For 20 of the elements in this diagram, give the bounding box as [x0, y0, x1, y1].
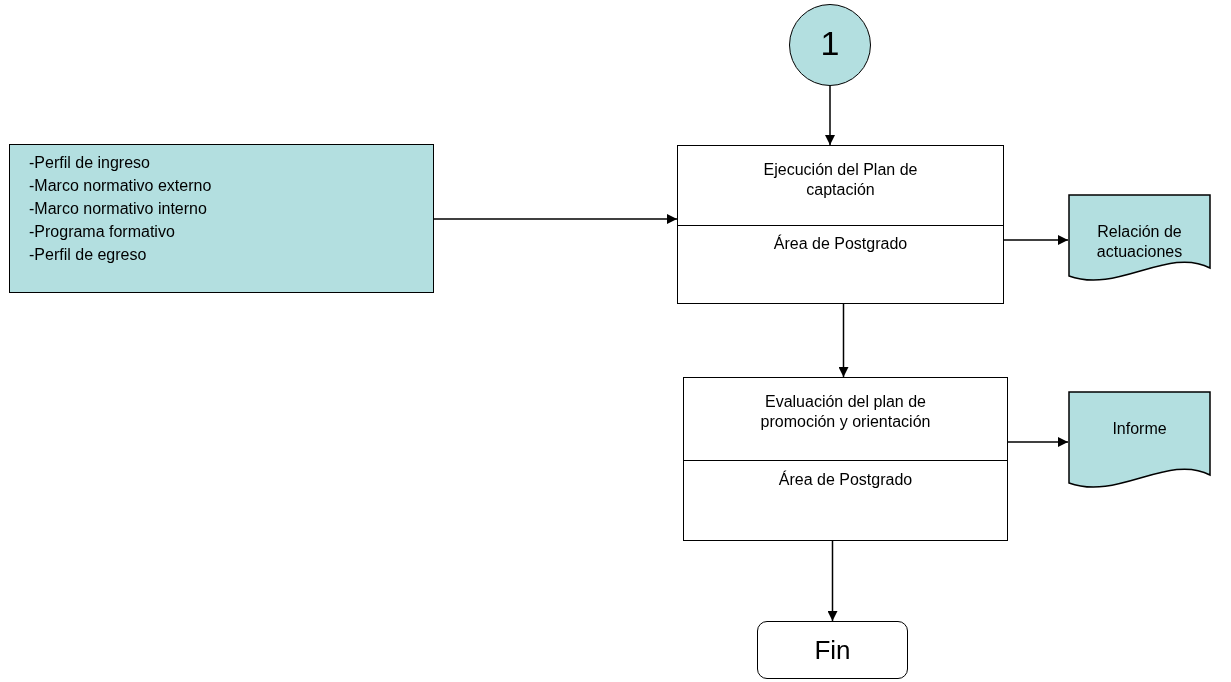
input-item: -Marco normativo interno	[29, 199, 207, 219]
connector-circle: 1	[789, 4, 871, 86]
process-title: Ejecución del Plan de captación	[762, 160, 919, 200]
input-item: -Marco normativo externo	[29, 176, 212, 196]
arrow	[1003, 235, 1069, 245]
arrow	[827, 540, 838, 622]
arrow	[1007, 437, 1069, 447]
responsible-label: Área de Postgrado	[772, 234, 909, 254]
arrow	[433, 214, 678, 224]
process-title: Evaluación del plan de promoción y orientación	[759, 392, 932, 432]
arrow	[838, 303, 849, 378]
terminal-box: Fin	[757, 621, 908, 679]
process-box	[683, 377, 1008, 541]
input-box	[9, 144, 434, 293]
input-item: -Programa formativo	[29, 222, 175, 242]
arrow	[825, 85, 835, 146]
responsible-label: Área de Postgrado	[777, 470, 914, 490]
input-item: -Perfil de ingreso	[29, 153, 150, 173]
input-item: -Perfil de egreso	[29, 245, 147, 265]
process-box	[677, 145, 1004, 304]
